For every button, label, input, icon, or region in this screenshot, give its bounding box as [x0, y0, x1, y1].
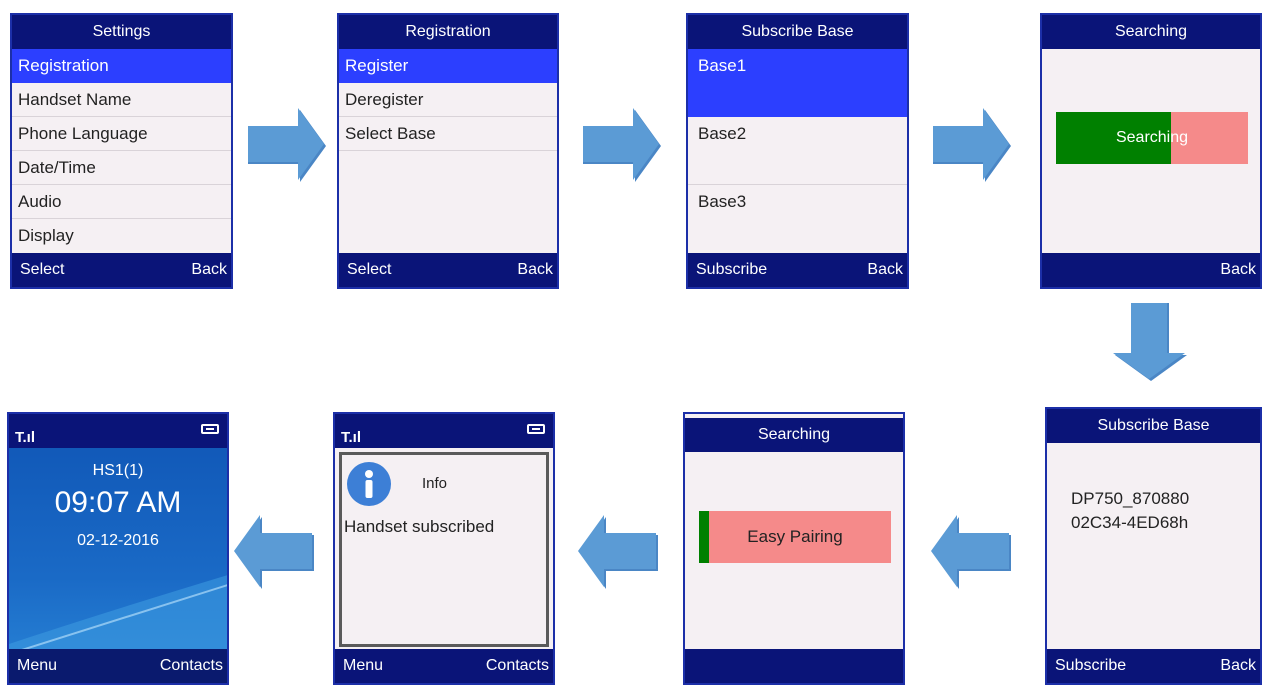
- right-arrow-icon: [933, 108, 1011, 182]
- left-arrow-icon: [931, 515, 1011, 589]
- handset-name: HS1(1): [92, 462, 144, 479]
- back-softkey[interactable]: Back: [191, 261, 227, 278]
- menu-item-deregister[interactable]: Deregister: [339, 83, 557, 117]
- searching-screen: Searching Searching Back: [1040, 13, 1262, 289]
- softkey-bar: Back: [1042, 253, 1260, 287]
- contacts-softkey[interactable]: Contacts: [485, 657, 549, 674]
- screen-title: Subscribe Base: [1047, 409, 1260, 443]
- clock-date: 02-12-2016: [77, 532, 159, 549]
- softkey-bar: Select Back: [339, 253, 557, 287]
- info-icon: [347, 462, 391, 506]
- subscribe-softkey[interactable]: Subscribe: [1055, 657, 1127, 674]
- screen-title: Settings: [12, 15, 231, 49]
- select-softkey[interactable]: Select: [347, 261, 392, 278]
- subscribe-softkey[interactable]: Subscribe: [696, 261, 768, 278]
- info-title: Info: [422, 475, 448, 492]
- info-dialog: Info Handset subscribed: [339, 452, 549, 647]
- base-item-1[interactable]: Base1: [688, 49, 907, 117]
- left-arrow-icon: [234, 515, 314, 589]
- right-arrow-icon: [248, 108, 326, 182]
- menu-item-select-base[interactable]: Select Base: [339, 117, 557, 151]
- contacts-softkey[interactable]: Contacts: [159, 657, 223, 674]
- left-arrow-icon: [578, 515, 658, 589]
- base-item-2[interactable]: Base2: [688, 117, 907, 185]
- idle-screen: T.ıl HS1(1) 09:07 AM 02-12-2016 Menu Con…: [7, 412, 229, 685]
- base-id: 02C34-4ED68h: [1071, 513, 1189, 532]
- signal-icon: T.ıl: [15, 429, 36, 446]
- status-bar: T.ıl: [335, 414, 553, 448]
- search-progress-label: Searching: [1115, 129, 1189, 146]
- battery-icon: [201, 424, 219, 434]
- menu-item-display[interactable]: Display: [18, 226, 74, 245]
- menu-item-phone-language[interactable]: Phone Language: [12, 117, 231, 151]
- menu-item-handset-name[interactable]: Handset Name: [12, 83, 231, 117]
- screen-title: Searching: [685, 418, 903, 452]
- menu-item-date-time[interactable]: Date/Time: [12, 151, 231, 185]
- pairing-progress-label: Easy Pairing: [747, 527, 843, 546]
- status-bar: T.ıl: [9, 414, 227, 448]
- settings-screen: Settings Registration Handset Name Phone…: [10, 13, 233, 289]
- right-arrow-icon: [583, 108, 661, 182]
- softkey-bar: [685, 649, 903, 683]
- back-softkey[interactable]: Back: [517, 261, 553, 278]
- subscribe-base-detail-screen: Subscribe Base DP750_870880 02C34-4ED68h…: [1045, 407, 1262, 685]
- softkey-bar: Menu Contacts: [335, 649, 553, 683]
- menu-softkey[interactable]: Menu: [17, 657, 58, 674]
- pairing-progress-fill: [699, 511, 709, 563]
- menu-item-audio[interactable]: Audio: [12, 185, 231, 219]
- select-softkey[interactable]: Select: [20, 261, 65, 278]
- softkey-bar: Subscribe Back: [1047, 649, 1260, 683]
- clock-time: 09:07 AM: [54, 486, 182, 519]
- registration-screen: Registration Register Deregister Select …: [337, 13, 559, 289]
- pairing-progress-bar: Easy Pairing: [699, 511, 891, 563]
- down-arrow-icon: [1113, 303, 1187, 381]
- info-message: Handset subscribed: [344, 517, 495, 536]
- softkey-bar: Menu Contacts: [9, 649, 227, 683]
- battery-icon: [527, 424, 545, 434]
- menu-item-registration[interactable]: Registration: [12, 49, 231, 83]
- subscribe-base-list-screen: Subscribe Base Base1 Base2 Base3 Subscri…: [686, 13, 909, 289]
- info-screen: T.ıl Info Handset subscribed Menu Contac…: [333, 412, 555, 685]
- base-name: DP750_870880: [1071, 489, 1190, 508]
- menu-item-register[interactable]: Register: [339, 49, 557, 83]
- easy-pairing-screen: Searching Easy Pairing: [683, 412, 905, 685]
- menu-softkey[interactable]: Menu: [343, 657, 384, 674]
- base-item-3[interactable]: Base3: [698, 192, 747, 211]
- signal-icon: T.ıl: [341, 429, 362, 446]
- screen-title: Registration: [339, 15, 557, 49]
- back-softkey[interactable]: Back: [867, 261, 903, 278]
- screen-title: Subscribe Base: [688, 15, 907, 49]
- search-progress-bar: Searching: [1056, 112, 1248, 164]
- screen-title: Searching: [1042, 15, 1260, 49]
- search-progress-fill: [1056, 112, 1172, 164]
- softkey-bar: Subscribe Back: [688, 253, 907, 287]
- back-softkey[interactable]: Back: [1220, 657, 1256, 674]
- softkey-bar: Select Back: [12, 253, 231, 287]
- back-softkey[interactable]: Back: [1220, 261, 1256, 278]
